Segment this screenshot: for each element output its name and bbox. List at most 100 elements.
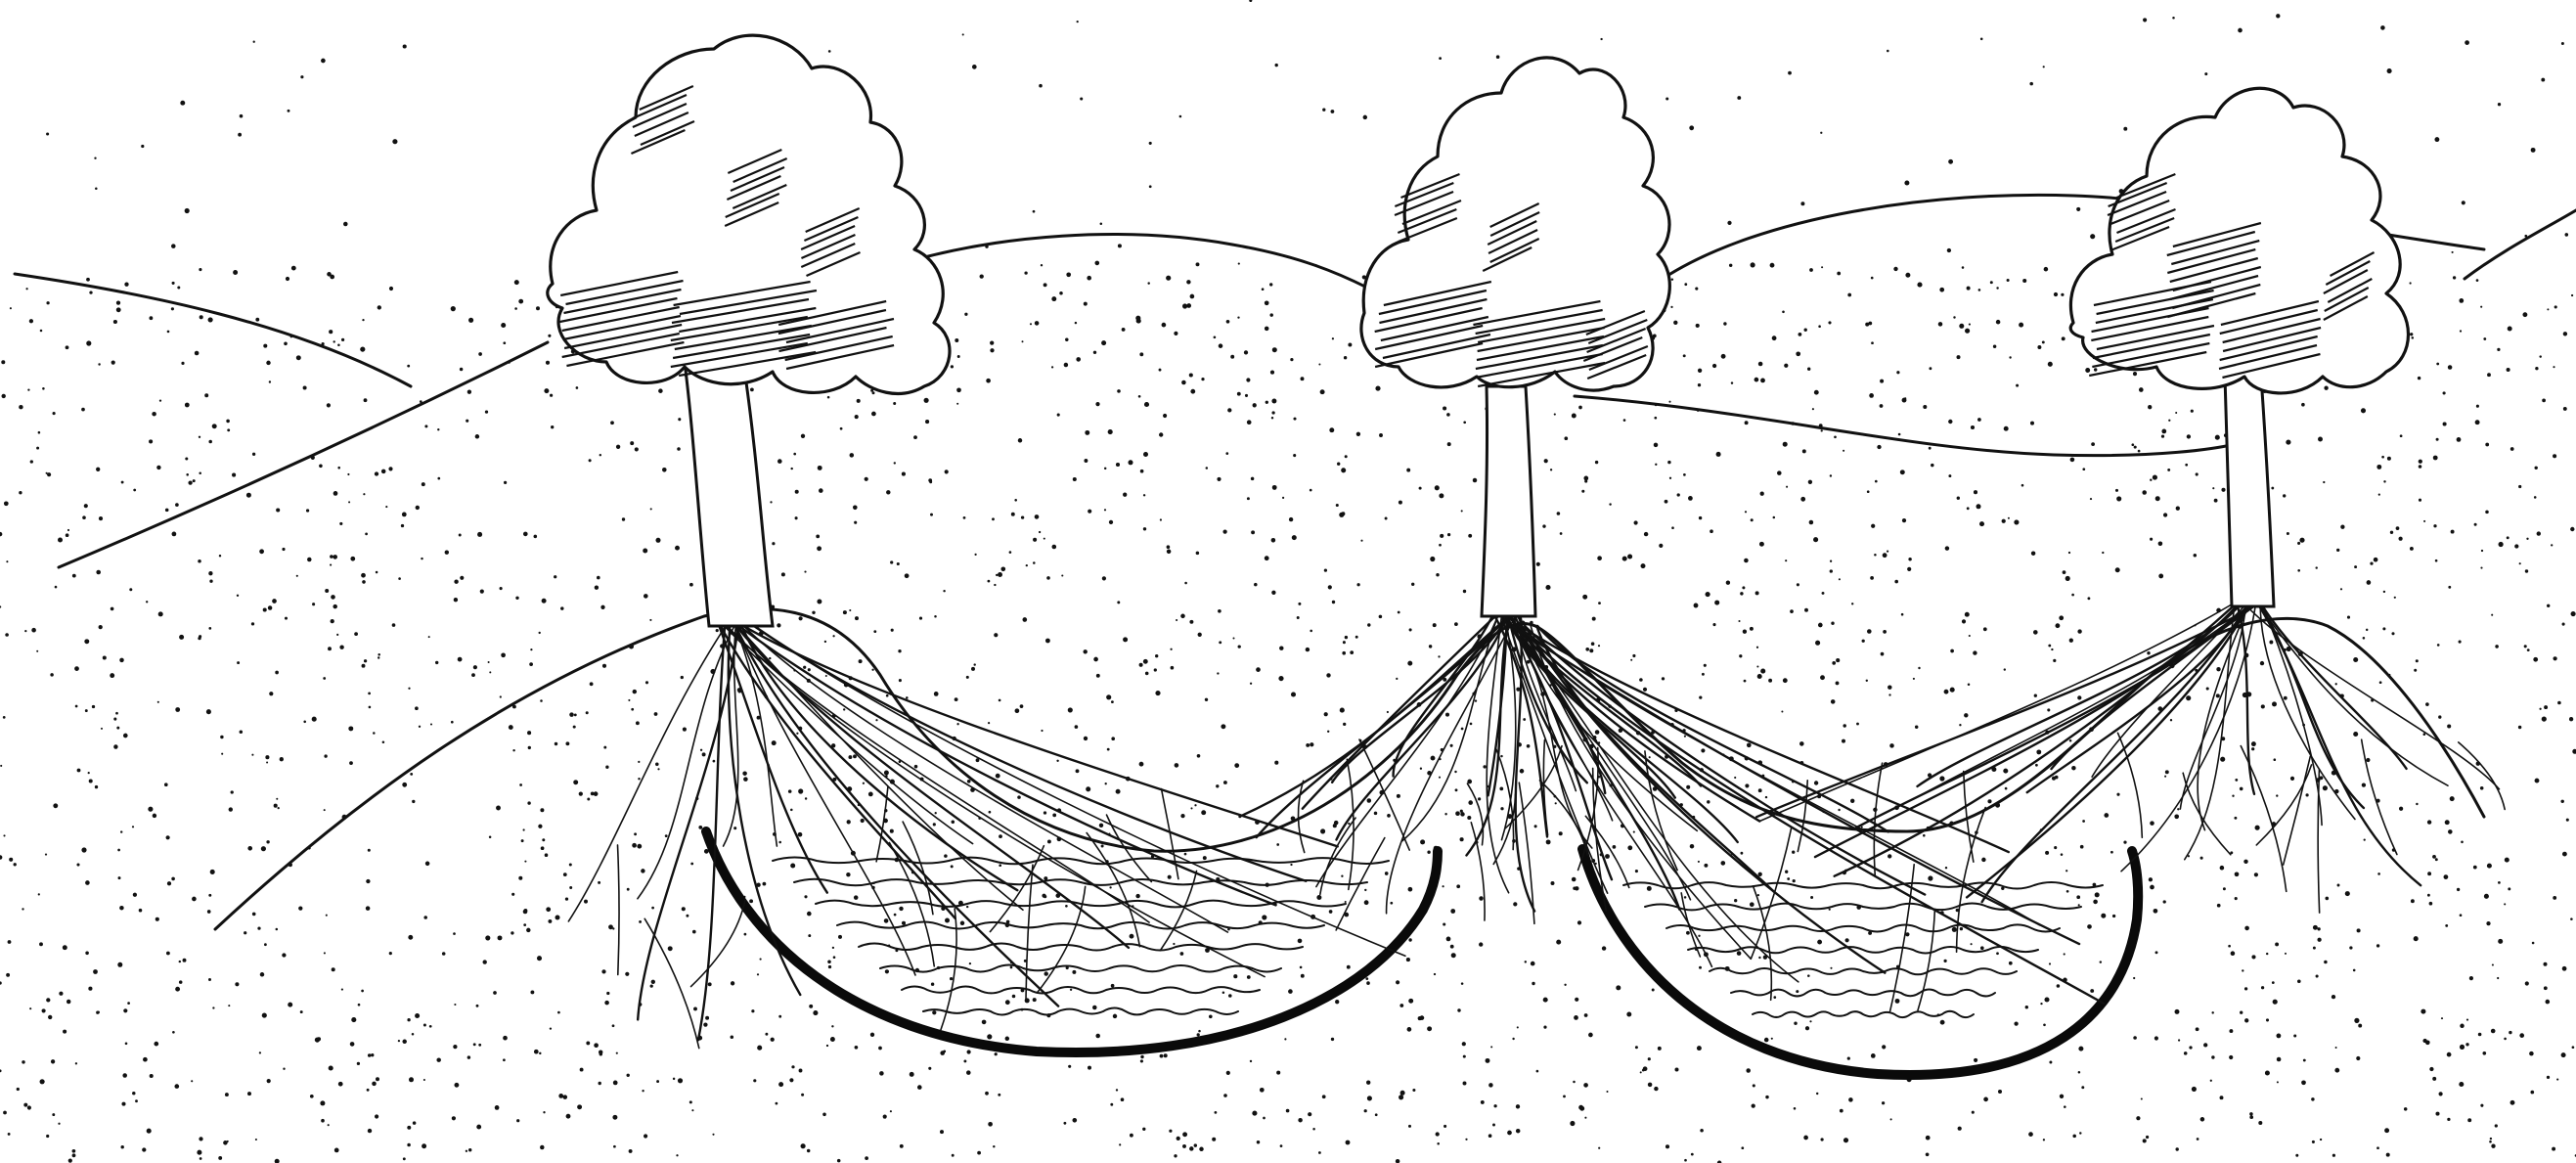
stipple-dot (1174, 332, 1177, 335)
stipple-dot (2460, 1024, 2464, 1028)
stipple-dot (2078, 1047, 2083, 1051)
stipple-dot (1230, 355, 1234, 359)
stipple-dot (2383, 591, 2385, 593)
stipple-dot (2082, 820, 2085, 823)
stipple-dot (2448, 586, 2451, 589)
stipple-dot (1980, 946, 1984, 950)
stipple-dot (1616, 985, 1621, 990)
stipple-dot (1196, 262, 1200, 266)
stipple-dot (4, 501, 9, 506)
stipple-dot (1288, 989, 1293, 994)
stipple-dot (1564, 984, 1566, 986)
root-branch (1754, 886, 1772, 1000)
stipple-dot (2498, 881, 2501, 884)
stipple-dot (2387, 68, 2392, 73)
stipple-dot (1463, 421, 1466, 424)
stipple-dot (1226, 1071, 1230, 1075)
stipple-dot (1105, 783, 1107, 784)
stipple-dot (563, 872, 567, 876)
stipple-dot (334, 1148, 339, 1153)
stipple-dot (218, 1156, 222, 1160)
stipple-dot (628, 699, 630, 701)
stipple-dot (2147, 651, 2150, 654)
stipple-dot (503, 341, 506, 344)
stipple-dot (36, 650, 38, 652)
stipple-dot (778, 841, 781, 844)
stipple-dot (341, 338, 344, 341)
stipple-dot (843, 610, 847, 614)
stipple-dot (1331, 110, 1335, 113)
stipple-dot (2064, 1105, 2066, 1108)
stipple-dot (1461, 510, 1463, 512)
stipple-dot (228, 1005, 230, 1006)
stipple-dot (2164, 776, 2166, 778)
stipple-dot (985, 1092, 989, 1096)
stipple-dot (2443, 391, 2446, 394)
stipple-dot (2320, 1139, 2322, 1141)
stipple-dot (873, 630, 876, 633)
stipple-dot (2448, 829, 2453, 834)
stipple-dot (2508, 327, 2512, 332)
stipple-dot (1896, 371, 1899, 374)
stipple-dot (2533, 657, 2538, 662)
stipple-dot (2153, 475, 2157, 480)
stipple-dot (2276, 14, 2280, 18)
stipple-dot (1293, 418, 1296, 421)
root (2052, 602, 2261, 769)
stipple-dot (268, 605, 273, 610)
stipple-dot (1983, 1097, 1988, 1102)
stipple-dot (408, 688, 410, 690)
stipple-dot (2427, 894, 2430, 897)
stipple-dot (1832, 661, 1836, 665)
stipple-dot (453, 1045, 457, 1049)
stipple-dot (159, 399, 161, 401)
stipple-dot (1861, 827, 1863, 828)
stipple-dot (524, 861, 526, 863)
stipple-dot (753, 1079, 756, 1082)
stipple-dot (1800, 497, 1805, 502)
stipple-dot (2240, 787, 2243, 791)
stipple-dot (2063, 570, 2066, 574)
stipple-dot (1427, 1026, 1432, 1031)
stipple-dot (2081, 1086, 2084, 1089)
stipple-dot (606, 992, 609, 995)
stipple-dot (2172, 17, 2175, 20)
stipple-dot (1573, 1081, 1576, 1084)
stipple-dot (548, 919, 552, 923)
stipple-dot (476, 1125, 481, 1130)
stipple-dot (1597, 556, 1602, 560)
stipple-dot (1716, 452, 1721, 457)
stipple-dot (1556, 940, 1561, 945)
stipple-dot (1420, 768, 1422, 770)
stipple-dot (550, 1027, 552, 1029)
stipple-dot (1648, 1057, 1651, 1060)
stipple-dot (1671, 278, 1673, 280)
stipple-dot (2551, 544, 2553, 546)
stipple-dot (2480, 786, 2484, 790)
stipple-dot (651, 980, 655, 984)
stipple-dot (2367, 580, 2372, 585)
stipple-dot (1443, 1125, 1446, 1128)
stipple-dot (1799, 741, 1804, 746)
stipple-dot (1595, 730, 1600, 735)
stipple-dot (2060, 1095, 2064, 1098)
stipple-dot (1917, 283, 1922, 288)
stipple-dot (1821, 429, 1823, 431)
stipple-dot (897, 562, 900, 565)
stipple-dot (509, 725, 513, 730)
stipple-dot (82, 515, 86, 519)
stipple-dot (1149, 142, 1152, 145)
stipple-dot (0, 765, 2, 767)
stipple-dot (88, 772, 90, 774)
stipple-dot (957, 355, 960, 358)
stipple-dot (1742, 586, 1745, 589)
root (1519, 626, 2105, 1004)
stipple-dot (1035, 321, 1040, 326)
stipple-dot (2029, 82, 2033, 86)
stipple-dot (2518, 726, 2521, 729)
stipple-dot (1450, 909, 1455, 914)
stipple-dot (627, 1074, 630, 1077)
stipple-dot (884, 918, 889, 923)
stipple-dot (2337, 884, 2340, 887)
stipple-dot (2544, 705, 2548, 709)
